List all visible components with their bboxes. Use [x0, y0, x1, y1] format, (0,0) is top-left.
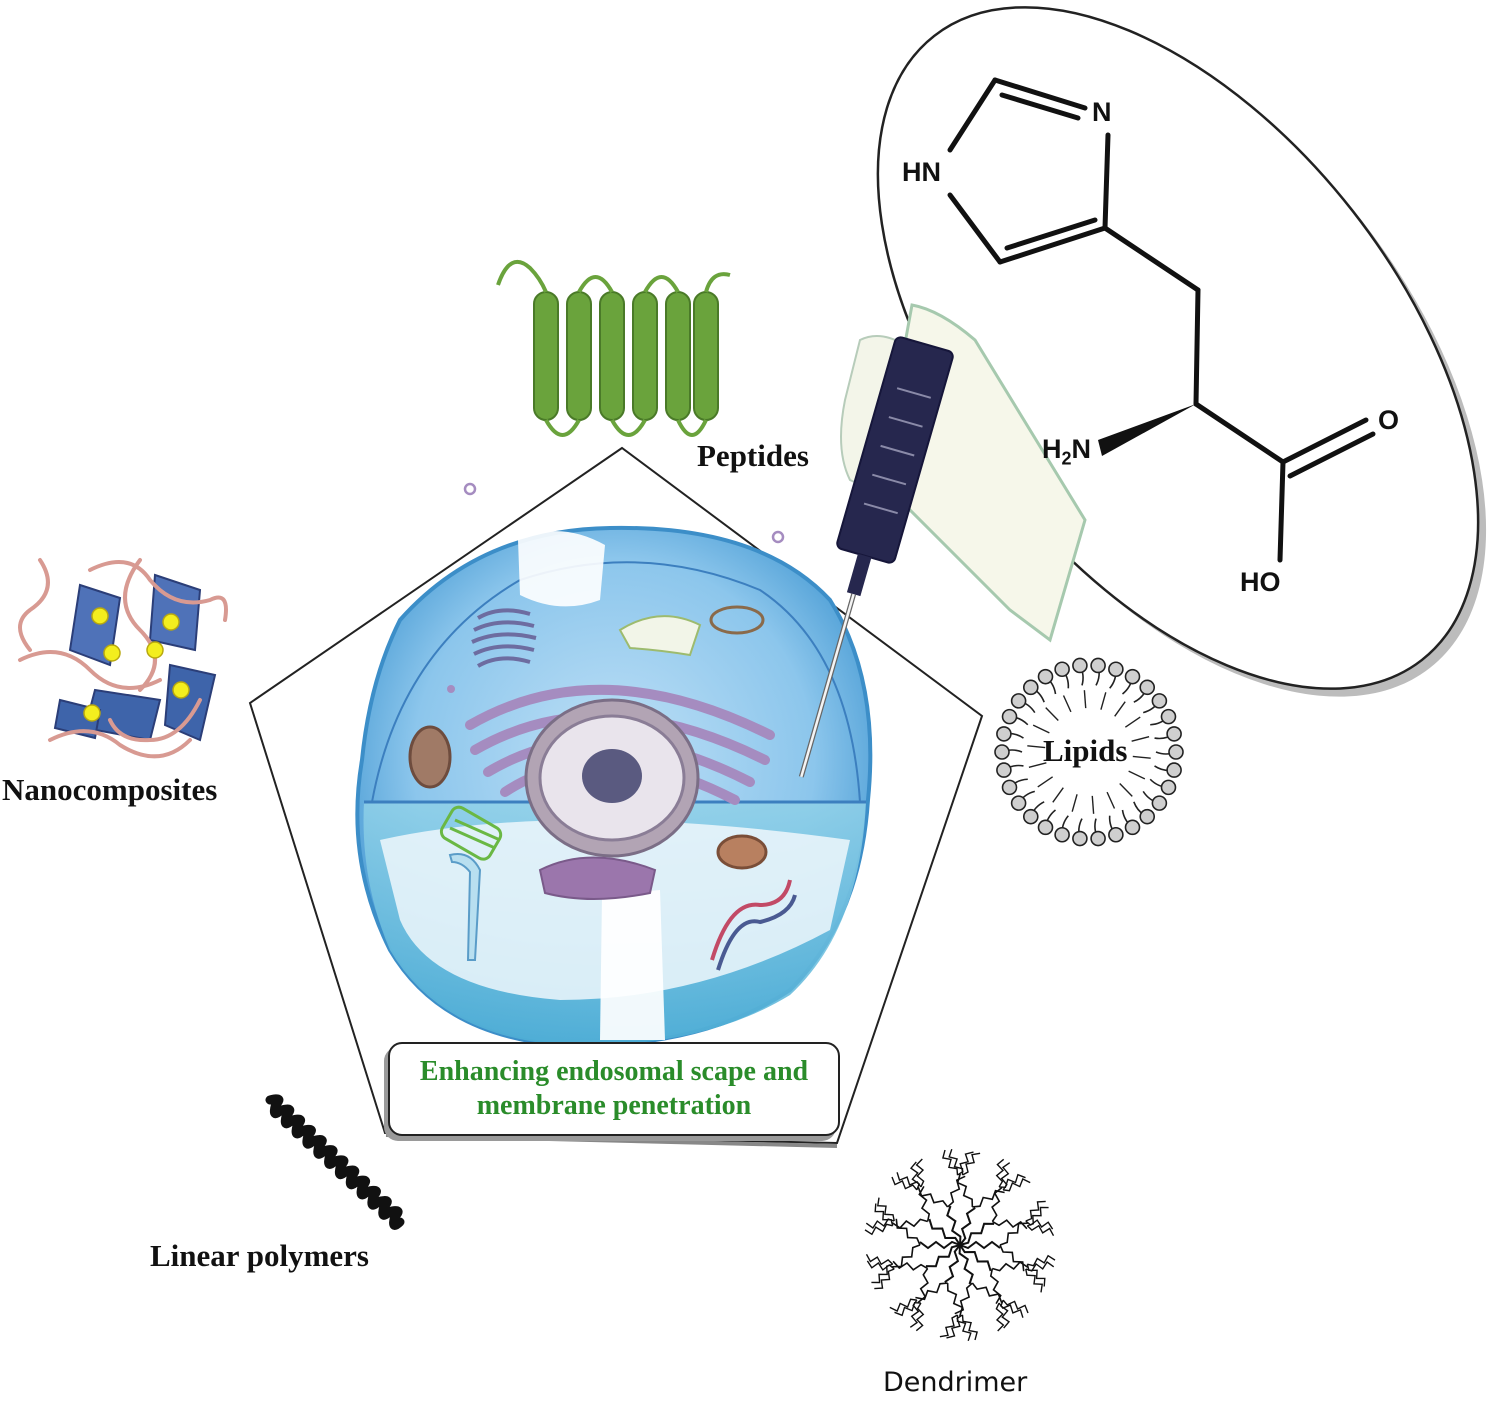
dendrimer-label: Dendrimer: [883, 1367, 1028, 1398]
cell-illustration: [355, 482, 873, 1048]
hn-label: HN: [902, 157, 941, 187]
pentagon-frame: [248, 446, 984, 1145]
linear-polymer-icon: [265, 1094, 405, 1231]
caption-line-2: membrane penetration: [476, 1090, 752, 1121]
nanocomposite-icon: [18, 558, 228, 759]
h2n-sub: 2: [1061, 448, 1072, 469]
lipid-vesicle-icon: [994, 657, 1184, 847]
h2n-label: H2N: [1042, 434, 1091, 469]
nanocomposites-label: Nanocomposites: [2, 772, 218, 807]
n-label: N: [1092, 97, 1112, 127]
h2n-n: N: [1071, 434, 1092, 464]
caption-line-1: Enhancing endosomal scape and: [419, 1056, 809, 1087]
lipids-label: Lipids: [1043, 733, 1128, 768]
injection-hand-icon: [798, 303, 1087, 778]
peptides-label: Peptides: [697, 438, 809, 473]
histidine-structure: [947, 77, 1376, 563]
linear-polymers-label: Linear polymers: [150, 1238, 369, 1273]
o-label: O: [1378, 405, 1400, 435]
h2n-h: H: [1042, 434, 1062, 464]
caption-box: Enhancing endosomal scape and membrane p…: [388, 1042, 840, 1136]
ho-label: HO: [1240, 567, 1281, 597]
dendrimer-icon: [864, 1148, 1056, 1342]
peptide-helix-icon: [496, 259, 731, 437]
